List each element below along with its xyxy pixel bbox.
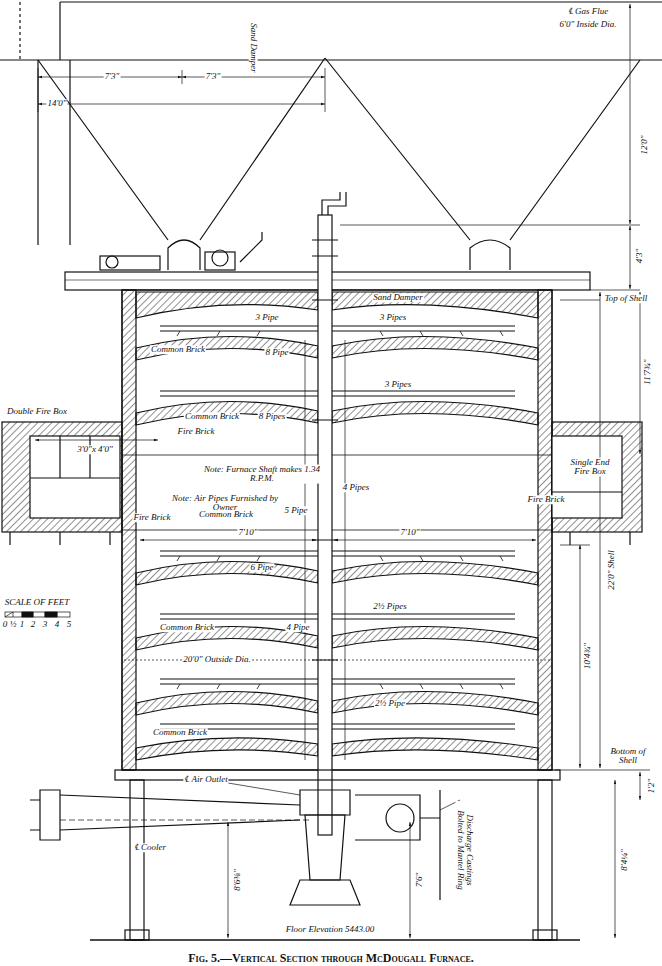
drawing-label: 3 Pipes: [379, 313, 408, 322]
drawing-label: 3 Pipe: [254, 313, 279, 322]
drawing-label: Fire Brick: [133, 513, 172, 522]
drawing-label: 5 Pipe: [283, 506, 308, 515]
drawing-label: Common Brick: [152, 728, 208, 737]
drawing-label: 22'0" Shell: [607, 549, 616, 590]
drawing-label: 2: [30, 620, 37, 629]
drawing-label: SCALE OF FEET: [4, 598, 71, 607]
drawing-label: Floor Elevation 5443.00: [285, 925, 376, 934]
figure-caption: Fig. 5.—Vertical Section through McDouga…: [0, 951, 662, 966]
drawing-label: 3: [42, 620, 49, 629]
drawing-label: Common Brick: [184, 412, 240, 421]
drawing-label: 5: [66, 620, 73, 629]
drawing-label: 7'10": [237, 528, 258, 537]
drawing-label: ½: [9, 620, 18, 629]
drawing-label: 1'2": [647, 778, 656, 795]
drawing-label: 4 Pipe: [285, 623, 310, 632]
drawing-label: 7'3": [205, 72, 222, 81]
drawing-label: 8 Pipe: [264, 348, 289, 357]
drawing-label: 8 Pipes: [258, 412, 287, 421]
drawing-label: Fire Brick: [177, 427, 216, 436]
drawing-label: 8'4¼": [620, 848, 629, 871]
drawing-label: 10'4¾": [583, 642, 592, 670]
drawing-label: 12'0": [640, 134, 649, 155]
drawing-label: Bottom of Shell: [603, 747, 653, 766]
drawing-label: 6 Pipe: [249, 563, 274, 572]
drawing-label: Common Brick: [150, 345, 206, 354]
drawing-label: ℄ Cooler: [133, 843, 167, 852]
drawing-label: 1: [19, 620, 26, 629]
drawing-label: Fire Brick: [527, 495, 566, 504]
drawing-label: 11'7¾": [643, 358, 652, 385]
drawing-label: Note: Furnace Shaft makes 1.34 R.P.M.: [196, 465, 328, 484]
drawing-label: Double Fire Box: [1, 407, 73, 416]
drawing-label: 3'0"x 4'0": [76, 445, 114, 454]
drawing-label: 14'0": [46, 99, 67, 108]
drawing-label: ℄ Air Outlet: [183, 775, 228, 784]
drawing-label: 3 Pipes: [384, 380, 413, 389]
drawing-label: 8'6⅜": [233, 868, 242, 891]
drawing-label: 7'6": [415, 872, 424, 889]
drawing-label: Common Brick: [198, 510, 254, 519]
drawing-label: 4 Pipes: [342, 483, 371, 492]
drawing-label: 0: [2, 620, 9, 629]
drawing-label: 6'0" Inside Dia.: [559, 20, 618, 29]
drawing-label: 20'0" Outside Dia.: [182, 655, 251, 664]
drawing-label: Single End Fire Box: [563, 458, 617, 477]
drawing-label: Common Brick: [159, 623, 215, 632]
drawing-label: 7'3": [104, 72, 121, 81]
drawing-label: ℄ Gas Flue: [567, 7, 610, 16]
drawing-label: Sand Damper: [248, 22, 257, 74]
drawing-label: 4: [54, 620, 61, 629]
drawing-label: Top of Shell: [604, 294, 649, 303]
drawing-label: 7'10": [399, 528, 420, 537]
drawing-label: 2½ Pipe: [374, 699, 406, 708]
drawing-label: Sand Damper: [372, 293, 424, 302]
drawing-label: 4'3": [635, 248, 644, 265]
drawing-label: 2½ Pipes: [372, 602, 408, 611]
drawing-label: Discharge Castings Bolted to Mantel Ring: [456, 801, 475, 899]
